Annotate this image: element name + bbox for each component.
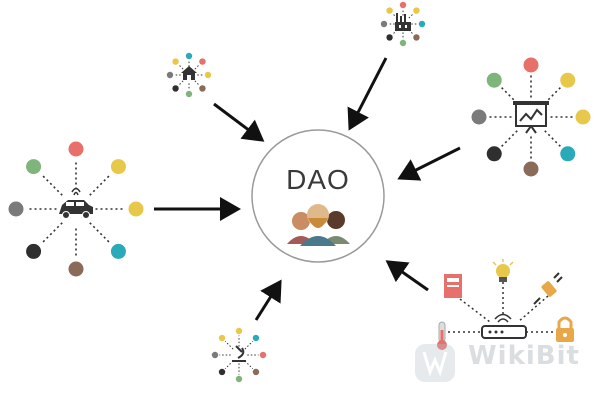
cluster-node <box>380 20 388 28</box>
cluster-node <box>560 146 576 162</box>
cluster-connector <box>89 222 112 245</box>
cluster-connector <box>40 222 63 245</box>
arrow-factory <box>347 57 388 131</box>
cluster-connector <box>244 360 254 370</box>
cluster-node <box>218 334 226 342</box>
cluster-connector <box>40 173 63 196</box>
cluster-node <box>26 243 42 259</box>
arrow-monitor <box>397 146 461 181</box>
cluster-node <box>523 161 539 177</box>
cluster-connector <box>501 87 518 104</box>
cluster-node <box>199 58 206 65</box>
cluster-node <box>486 146 502 162</box>
monitor-chart-icon <box>513 101 549 134</box>
cluster-node <box>235 327 243 335</box>
thermostat-icon <box>444 274 462 298</box>
cluster-home <box>166 52 212 98</box>
cluster-node <box>486 72 502 88</box>
plug-icon <box>533 272 563 305</box>
car-icon <box>59 187 93 219</box>
cluster-connector <box>244 340 254 350</box>
cluster-node <box>172 58 179 65</box>
cluster-node <box>560 72 576 88</box>
cluster-connector <box>194 80 200 86</box>
cluster-connector <box>178 80 184 86</box>
cluster-node <box>68 141 84 157</box>
arrow-microscope <box>254 279 282 321</box>
microscope-icon <box>232 345 246 362</box>
watermark-logo <box>415 344 455 382</box>
clusters <box>8 1 591 383</box>
cluster-node <box>259 351 267 359</box>
cluster-node <box>471 109 487 125</box>
cluster-node <box>8 201 24 217</box>
router-icon <box>481 313 527 339</box>
cluster-node <box>110 159 126 175</box>
cluster-node <box>523 57 539 73</box>
cluster-node <box>399 39 407 47</box>
people-group-icon <box>287 204 350 246</box>
cluster-node <box>166 71 174 79</box>
cluster-node <box>386 7 393 14</box>
cluster-connector <box>501 130 518 147</box>
cluster-connector <box>408 13 414 19</box>
cluster-node <box>386 34 393 41</box>
arrows <box>154 57 461 321</box>
cluster-node <box>68 261 84 277</box>
cluster-connector <box>178 64 184 70</box>
padlock-icon <box>556 316 574 342</box>
dao-label: DAO <box>286 164 350 195</box>
cluster-monitor <box>471 57 591 177</box>
cluster-node <box>172 85 179 92</box>
thermometer-icon <box>437 321 447 350</box>
cluster-connector <box>544 130 561 147</box>
cluster-node <box>211 351 219 359</box>
cluster-node <box>418 20 426 28</box>
cluster-node <box>413 34 420 41</box>
cluster-node <box>413 7 420 14</box>
arrow-iot <box>385 260 429 292</box>
cluster-microscope <box>211 327 267 383</box>
watermark-text: WikiBit <box>468 341 580 371</box>
cluster-connector <box>224 360 234 370</box>
cluster-connector <box>544 87 561 104</box>
lightbulb-icon <box>492 259 514 282</box>
cluster-node <box>399 1 407 9</box>
cluster-connector <box>194 64 200 70</box>
cluster-node <box>199 85 206 92</box>
house-icon <box>181 66 197 80</box>
cluster-node <box>204 71 212 79</box>
factory-icon <box>395 13 411 31</box>
iot-cluster <box>437 259 574 350</box>
cluster-node <box>235 375 243 383</box>
cluster-node <box>575 109 591 125</box>
cluster-node <box>185 90 193 98</box>
cluster-connector <box>224 340 234 350</box>
cluster-node <box>128 201 144 217</box>
cluster-connector <box>89 173 112 196</box>
cluster-node <box>26 159 42 175</box>
cluster-node <box>185 52 193 60</box>
cluster-car <box>8 141 144 277</box>
arrow-home <box>213 102 265 142</box>
cluster-node <box>110 243 126 259</box>
cluster-node <box>252 334 260 342</box>
cluster-node <box>218 368 226 376</box>
dao-circle <box>251 129 385 263</box>
cluster-node <box>252 368 260 376</box>
